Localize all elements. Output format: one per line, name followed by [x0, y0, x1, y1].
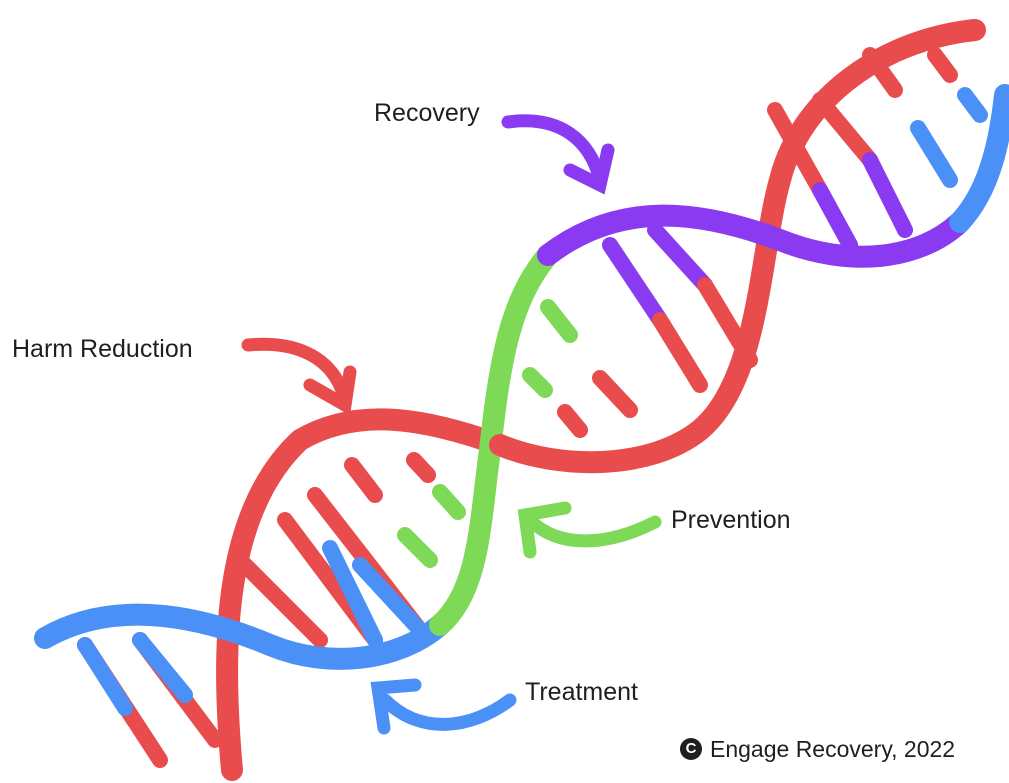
- label-treatment: Treatment: [525, 678, 639, 706]
- dna-rungs-middle: [522, 222, 758, 438]
- curved-arrow-icon: [517, 501, 662, 559]
- label-prevention: Prevention: [671, 506, 791, 534]
- copyright-text: Engage Recovery, 2022: [710, 736, 956, 762]
- label-harm-reduction: Harm Reduction: [12, 335, 193, 363]
- copyright-icon: C: [680, 738, 702, 760]
- dna-rungs-upper: [767, 47, 988, 253]
- copyright-notice: C Engage Recovery, 2022: [680, 738, 955, 761]
- label-recovery: Recovery: [374, 99, 480, 127]
- curved-arrow-icon: [501, 114, 615, 195]
- dna-rungs-lower: [77, 452, 466, 768]
- curved-arrow-icon: [241, 337, 357, 416]
- dna-backbone-strands: [34, 19, 1009, 781]
- curved-arrow-icon: [370, 678, 517, 735]
